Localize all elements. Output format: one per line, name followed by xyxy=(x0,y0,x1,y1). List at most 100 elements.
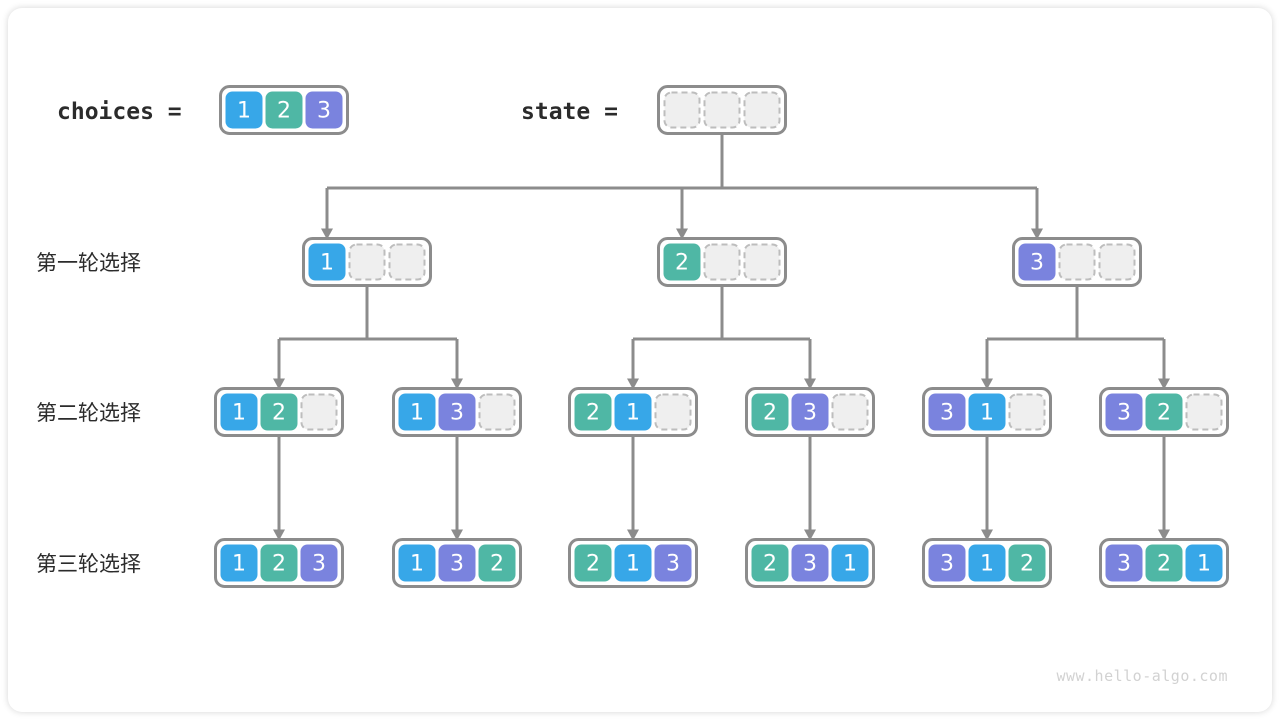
array-cell-value: 2 xyxy=(272,552,286,577)
array-cell-empty xyxy=(703,243,741,281)
array-cell-filled xyxy=(751,393,789,431)
array-cell-value: 2 xyxy=(272,401,286,426)
array-cell-filled xyxy=(654,544,692,582)
array-cell-filled xyxy=(220,544,258,582)
array-cell-value: 3 xyxy=(940,401,954,426)
array-cell-filled xyxy=(1145,544,1183,582)
round3-node-1[interactable]: 1 2 3 xyxy=(214,538,344,588)
array-cell-filled xyxy=(225,91,263,129)
arrow-head xyxy=(451,529,463,541)
array-cell-value: 3 xyxy=(1117,552,1131,577)
array-cell-empty xyxy=(1058,243,1096,281)
array-cell-filled xyxy=(928,544,966,582)
array-cell-filled xyxy=(928,393,966,431)
state-array[interactable] xyxy=(657,85,787,135)
array-cell-empty xyxy=(663,91,701,129)
array-cell-value: 2 xyxy=(1020,552,1034,577)
array-cell-value: 1 xyxy=(410,552,424,577)
arrow-head xyxy=(1031,228,1043,240)
round1-node-3[interactable]: 3 xyxy=(1012,237,1142,287)
array-cell-value: 3 xyxy=(803,401,817,426)
array-cell-value: 2 xyxy=(586,552,600,577)
arrow-head xyxy=(804,529,816,541)
array-cell-empty xyxy=(478,393,516,431)
array-cell-value: 1 xyxy=(980,401,994,426)
array-cell-filled xyxy=(968,544,1006,582)
arrow-head xyxy=(273,378,285,390)
array-cell-value: 3 xyxy=(1117,401,1131,426)
array-cell-value: 3 xyxy=(317,99,331,124)
row-label-round-3: 第三轮选择 xyxy=(36,552,141,576)
array-cell-filled xyxy=(1185,544,1223,582)
array-cell-value: 1 xyxy=(626,552,640,577)
array-cell-filled xyxy=(438,544,476,582)
row-label-round-2: 第二轮选择 xyxy=(36,401,141,425)
array-cell-empty xyxy=(1008,393,1046,431)
array-cell-empty xyxy=(388,243,426,281)
array-cell-filled xyxy=(1105,393,1143,431)
round3-node-2[interactable]: 1 3 2 xyxy=(392,538,522,588)
array-cell-empty xyxy=(743,243,781,281)
array-cell-empty xyxy=(743,91,781,129)
array-cell-value: 3 xyxy=(666,552,680,577)
round3-node-5[interactable]: 3 1 2 xyxy=(922,538,1052,588)
array-cell-value: 2 xyxy=(1157,401,1171,426)
text-labels: choices = state = 第一轮选择 第二轮选择 第三轮选择 www.… xyxy=(36,99,1228,685)
arrow-head xyxy=(1158,529,1170,541)
array-cell-filled xyxy=(574,544,612,582)
array-cell-value: 1 xyxy=(410,401,424,426)
array-cell-value: 2 xyxy=(277,99,291,124)
array-cell-filled xyxy=(478,544,516,582)
row-label-round-1: 第一轮选择 xyxy=(36,251,141,275)
arrow-head xyxy=(981,378,993,390)
array-cell-value: 1 xyxy=(626,401,640,426)
diagram-card xyxy=(8,8,1272,712)
array-cell-filled xyxy=(260,544,298,582)
array-cell-filled xyxy=(791,544,829,582)
array-cell-filled xyxy=(1018,243,1056,281)
round3-node-3[interactable]: 2 1 3 xyxy=(568,538,698,588)
array-cell-value: 2 xyxy=(586,401,600,426)
array-cell-filled xyxy=(398,393,436,431)
array-cell-value: 3 xyxy=(312,552,326,577)
array-cell-value: 1 xyxy=(843,552,857,577)
array-cell-filled xyxy=(791,393,829,431)
arrow-head xyxy=(321,228,333,240)
array-cell-filled xyxy=(831,544,869,582)
array-cell-filled xyxy=(305,91,343,129)
array-cell-filled xyxy=(398,544,436,582)
array-cell-empty xyxy=(831,393,869,431)
array-cell-empty xyxy=(348,243,386,281)
array-cell-value: 1 xyxy=(232,552,246,577)
array-cell-filled xyxy=(663,243,701,281)
round1-node-1[interactable]: 1 xyxy=(302,237,432,287)
arrow-head xyxy=(1158,378,1170,390)
array-cell-filled xyxy=(265,91,303,129)
array-cell-value: 3 xyxy=(450,401,464,426)
array-cell-value: 1 xyxy=(980,552,994,577)
array-cell-value: 2 xyxy=(490,552,504,577)
array-cell-filled xyxy=(1008,544,1046,582)
round1-node-2[interactable]: 2 xyxy=(657,237,787,287)
array-cell-value: 3 xyxy=(450,552,464,577)
array-cell-value: 2 xyxy=(763,552,777,577)
array-cell-value: 3 xyxy=(940,552,954,577)
choices-label: choices = xyxy=(57,99,182,125)
arrow-head xyxy=(627,529,639,541)
array-cell-filled xyxy=(968,393,1006,431)
array-cell-filled xyxy=(1145,393,1183,431)
connector-links xyxy=(273,133,1170,541)
array-cell-filled xyxy=(614,544,652,582)
state-label: state = xyxy=(521,99,618,125)
